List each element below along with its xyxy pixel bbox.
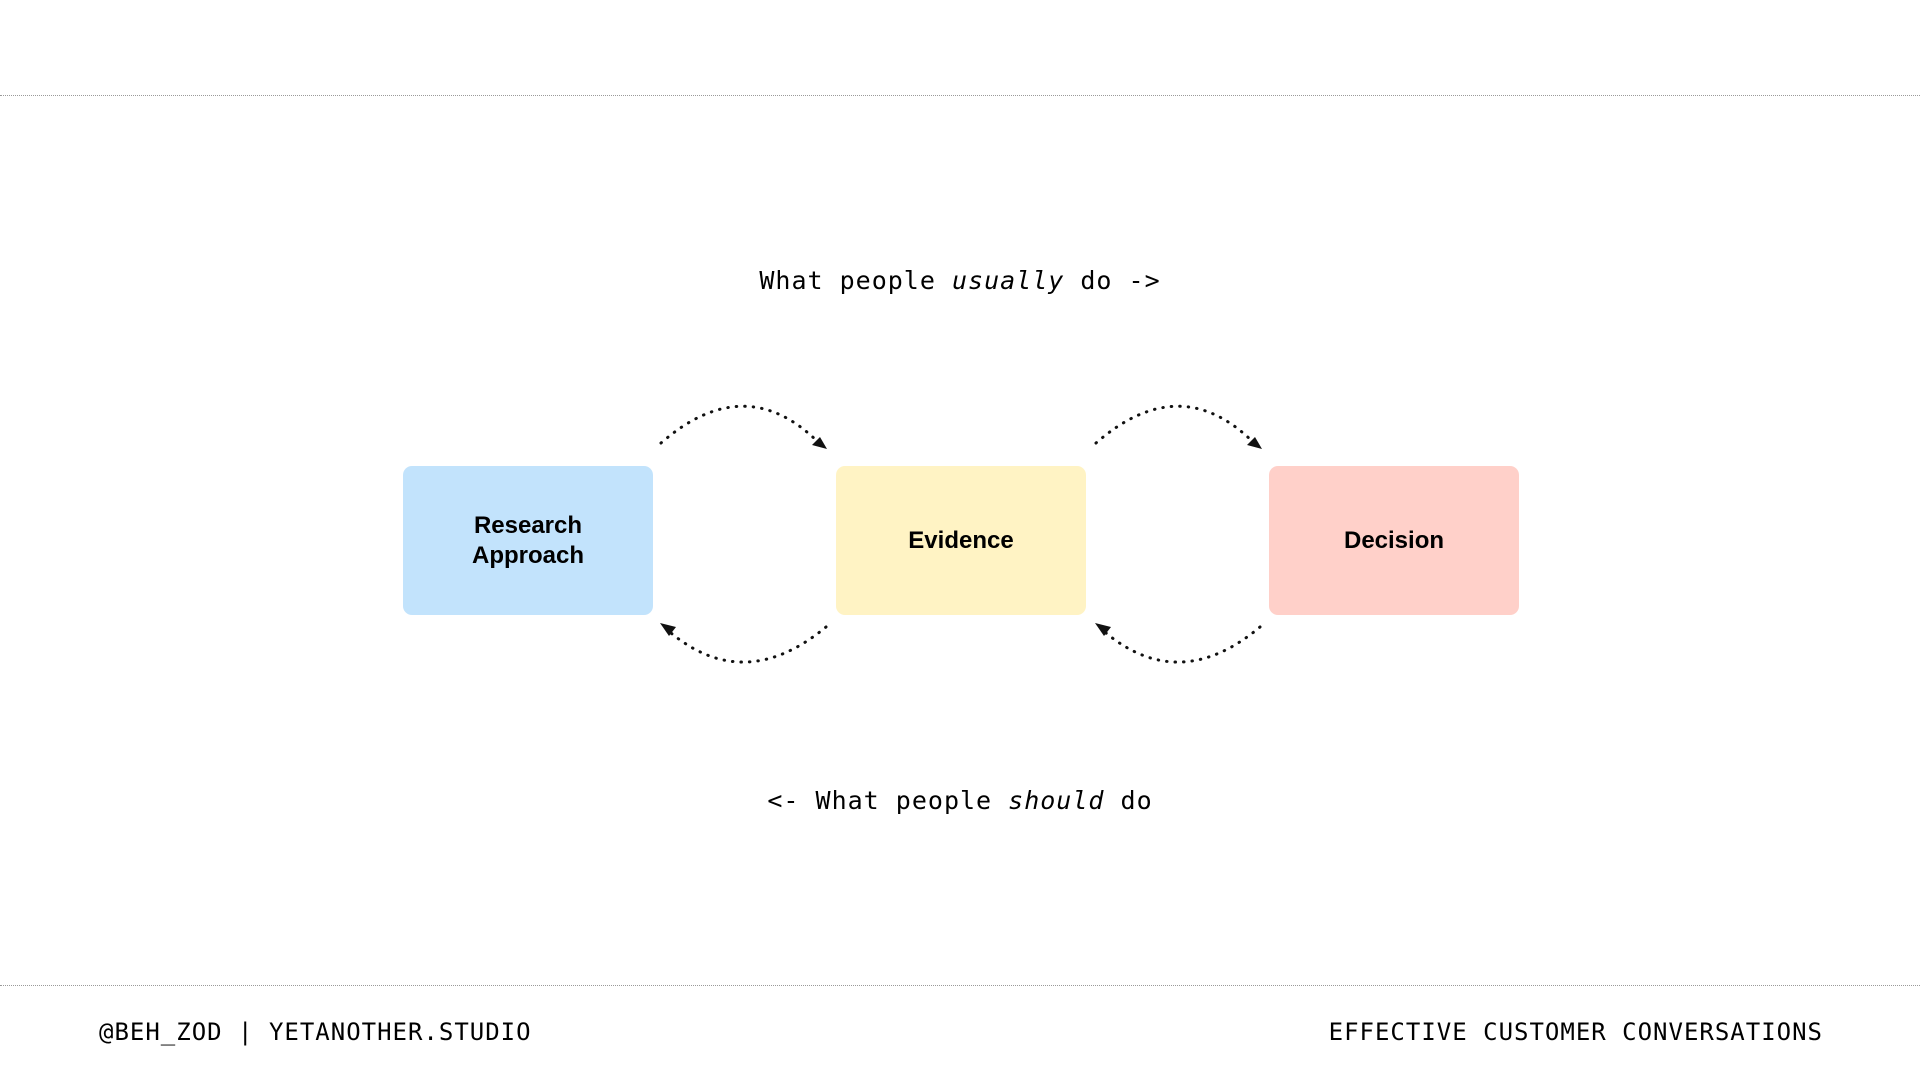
backward-arrow-decision-to-evidence-head <box>1095 623 1111 636</box>
backward-caption-emphasis: should <box>1008 786 1105 815</box>
forward-arrow-evidence-to-decision <box>1094 404 1255 445</box>
bottom-divider <box>0 985 1920 986</box>
forward-caption-after: do -> <box>1064 266 1161 295</box>
forward-arrow-research-to-evidence-head <box>812 437 827 449</box>
backward-caption: <- What people should do <box>0 786 1920 815</box>
footer-author: @BEH_ZOD | YETANOTHER.STUDIO <box>99 1018 532 1046</box>
research-approach-label-line2: Approach <box>471 541 584 569</box>
forward-arrow-research-to-evidence <box>659 404 820 445</box>
decision-node: Decision <box>1269 466 1519 615</box>
decision-label: Decision <box>1343 526 1445 554</box>
backward-arrow-evidence-to-research-head <box>660 623 676 636</box>
forward-caption-emphasis: usually <box>951 266 1065 295</box>
research-approach-label-line1: Research <box>473 511 583 539</box>
research-approach-node: Research Approach <box>403 466 653 615</box>
footer-title: EFFECTIVE CUSTOMER CONVERSATIONS <box>1328 1018 1823 1046</box>
top-divider <box>0 95 1920 96</box>
backward-arrow-decision-to-evidence <box>1104 625 1262 664</box>
forward-caption: What people usually do -> <box>0 266 1920 295</box>
evidence-node: Evidence <box>836 466 1086 615</box>
forward-arrow-evidence-to-decision-head <box>1247 437 1262 449</box>
backward-caption-after: do <box>1104 786 1153 815</box>
evidence-label: Evidence <box>908 526 1014 554</box>
backward-arrow-evidence-to-research <box>669 625 828 664</box>
forward-caption-before: What people <box>759 266 952 295</box>
backward-caption-before: <- What people <box>767 786 1009 815</box>
